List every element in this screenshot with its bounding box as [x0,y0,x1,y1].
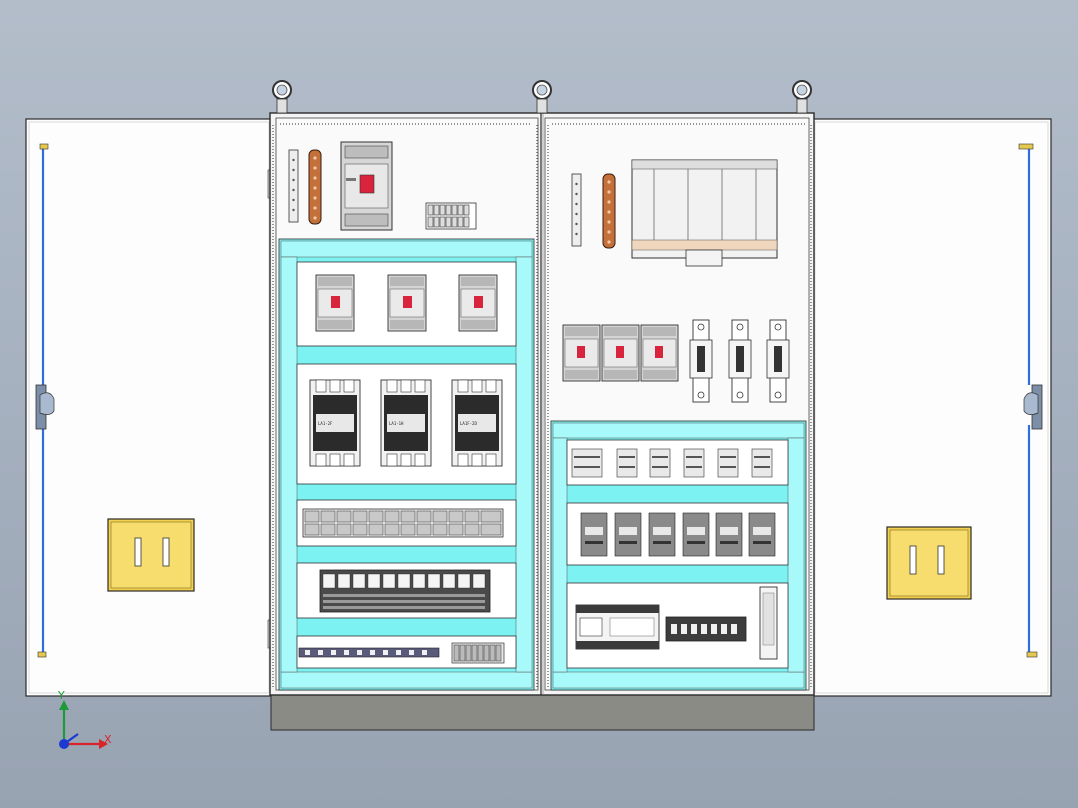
right-small-breakers [562,324,679,382]
io-module-strip [665,616,747,642]
left-door-locking-rod [35,143,55,658]
left-mounting-panel[interactable]: LA1-2F LA1-1H LA1F-2D [278,141,535,691]
left-row-contactors: LA1-2F LA1-1H LA1F-2D [296,363,517,485]
axis-triad: X Y [57,689,112,749]
molded-case-breaker [562,324,601,382]
terminal-strip-top [425,202,477,230]
right-door[interactable] [811,118,1052,697]
right-top-area [562,159,790,403]
left-top-busbar-area [288,141,477,231]
contactor: LA1-1H [380,379,432,467]
molded-case-breaker [601,324,640,382]
lifting-eye [532,80,552,114]
molded-case-breaker [315,274,355,332]
contactor-label: LA1F-2D [460,421,477,426]
contactor: LA1-2F [309,379,361,467]
cabinet-plinth [270,693,815,731]
left-row-terminal-blocks [296,499,517,547]
molded-case-breaker [640,324,679,382]
fuse-holder [728,319,752,403]
left-row-relay-modules [296,562,517,619]
left-door-handle-plate[interactable] [107,518,195,592]
fuse-holder [689,319,713,403]
right-row-plc [566,582,789,669]
din-power-supply [759,586,778,660]
plc-controller [575,604,660,650]
power-supply-module [631,159,778,267]
right-mounting-panel[interactable] [550,159,807,691]
right-row-terminal-groups [566,439,789,486]
left-row-bottom-rail [296,635,517,669]
contactor: LA1F-2D [451,379,503,467]
lifting-eye [272,80,292,114]
main-circuit-breaker [340,141,393,231]
right-row-meter-modules [566,502,789,566]
lifting-eyes [272,80,812,114]
contactor-label: LA1-2F [318,421,333,426]
lifting-eye [792,80,812,114]
y-axis-label: Y [57,689,65,702]
cabinet-uprights [272,123,812,688]
left-door[interactable] [25,118,275,697]
fuse-holder [766,319,790,403]
left-row-breakers [296,261,517,347]
fuse-holders [689,319,790,403]
molded-case-breaker [458,274,498,332]
right-door-locking-rod [1018,143,1043,658]
right-door-handle-plate[interactable] [886,526,972,600]
molded-case-breaker [387,274,427,332]
contactor-label: LA1-1H [389,421,404,426]
x-axis-label: X [104,733,112,746]
